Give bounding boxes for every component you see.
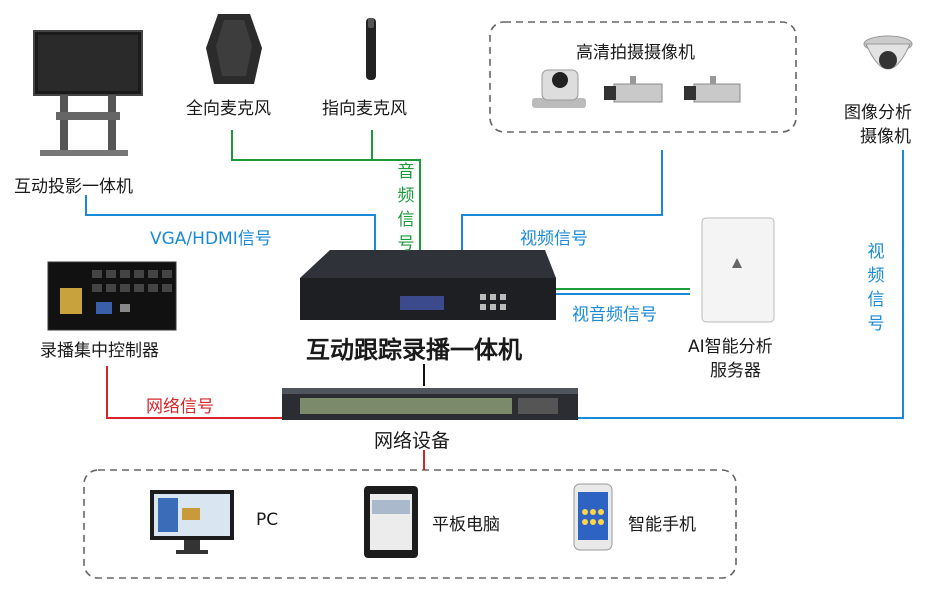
av-signal-label: 视音频信号: [572, 305, 657, 325]
control-panel-icon: [47, 261, 177, 331]
main-unit-icon: [300, 250, 556, 320]
phone-label: 智能手机: [628, 515, 696, 535]
hd-camera-label: 高清拍摄摄像机: [576, 43, 695, 63]
hd-camera-group-border: [489, 21, 797, 133]
ai-server-icon: [701, 217, 775, 323]
ptz-camera-icon: [532, 69, 586, 108]
terminal-group-border: [83, 469, 737, 579]
main-unit-title: 互动跟踪录播一体机: [306, 336, 522, 364]
video-signal-char: 信: [867, 290, 885, 310]
audio-signal-label: 音 频 信 号: [396, 160, 416, 256]
video-signal-right-label: 视 频 信 号: [866, 240, 886, 336]
control-unit-label: 录播集中控制器: [40, 341, 159, 361]
directional-mic-label: 指向麦克风: [322, 99, 407, 119]
video-signal-char: 号: [867, 314, 885, 334]
video-signal-char: 视: [867, 242, 885, 262]
network-signal-label: 网络信号: [146, 397, 214, 417]
interactive-display-icon: [33, 30, 143, 156]
video-signal-char: 频: [867, 266, 885, 286]
video-line-right: [578, 150, 904, 419]
vga-hdmi-signal-label: VGA/HDMI信号: [150, 229, 272, 249]
interactive-display-label: 互动投影一体机: [14, 177, 133, 197]
audio-line-omni: [231, 130, 421, 250]
tablet-icon: [364, 486, 418, 558]
pc-icon: [150, 490, 234, 554]
box-camera-icon-2: [684, 76, 741, 103]
directional-mic-icon: [366, 18, 376, 80]
omni-mic-icon: [206, 14, 262, 84]
network-device-label: 网络设备: [374, 430, 451, 452]
ai-server-label-2: 服务器: [710, 361, 761, 381]
ai-server-label-1: AI智能分析: [688, 337, 773, 357]
video-signal-top-label: 视频信号: [520, 229, 588, 249]
dome-camera-icon: [863, 35, 913, 70]
network-switch-icon: [282, 388, 578, 420]
audio-signal-char: 音: [397, 162, 415, 182]
vga-hdmi-line: [85, 195, 376, 250]
box-camera-icon-1: [604, 76, 663, 103]
network-line-control: [106, 366, 282, 419]
tablet-label: 平板电脑: [432, 515, 500, 535]
analysis-camera-label-1: 图像分析: [844, 103, 912, 123]
video-line-top: [461, 150, 663, 250]
audio-signal-char: 号: [397, 234, 415, 254]
audio-signal-char: 信: [397, 210, 415, 230]
pc-label: PC: [256, 510, 279, 530]
audio-signal-char: 频: [397, 186, 415, 206]
omni-mic-label: 全向麦克风: [186, 99, 271, 119]
phone-icon: [573, 483, 613, 551]
analysis-camera-label-2: 摄像机: [860, 127, 911, 147]
